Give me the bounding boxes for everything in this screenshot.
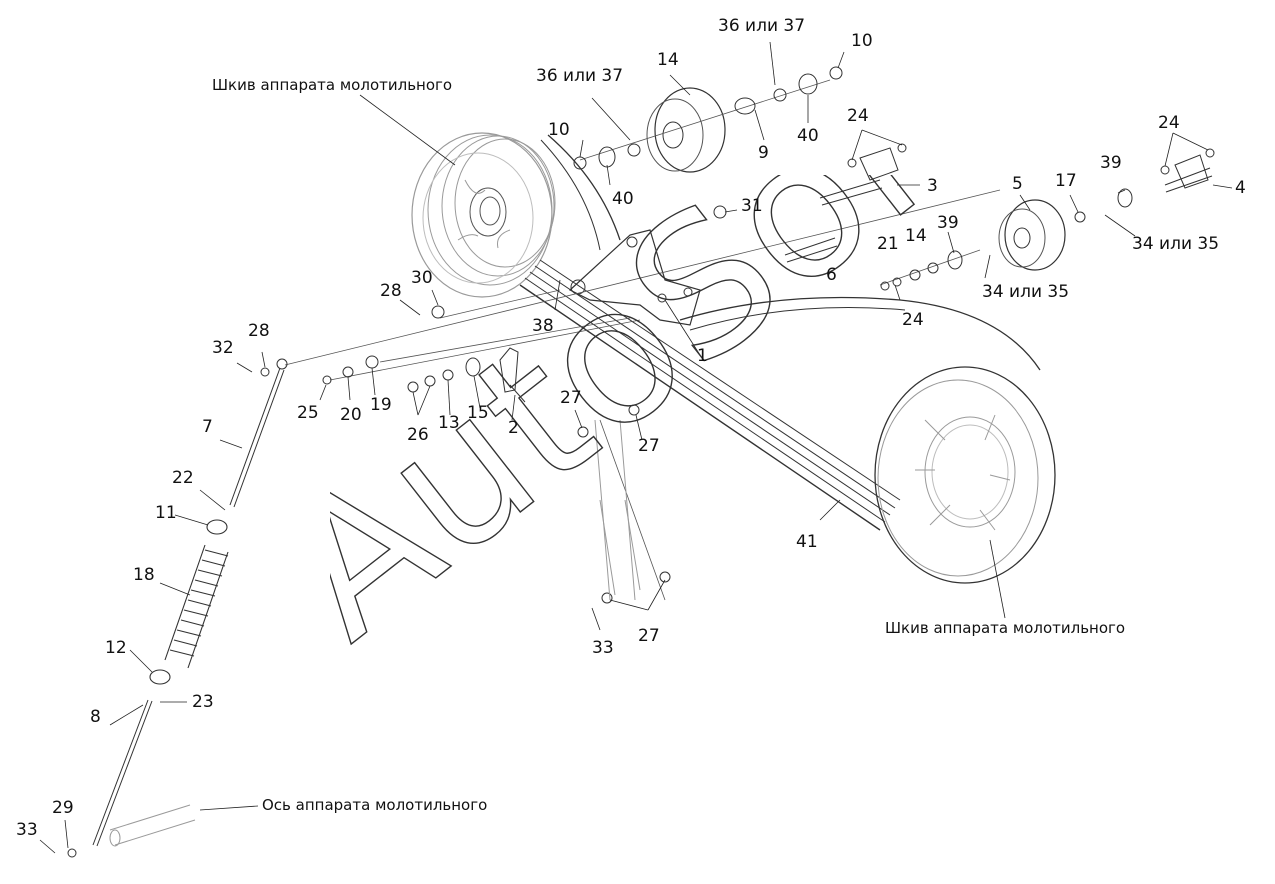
upper-pulley [411, 132, 556, 298]
axis-lines [284, 79, 1001, 601]
small-parts [67, 66, 1215, 858]
callout-4: 4 [1235, 178, 1246, 198]
callout-21: 21 [877, 234, 899, 254]
callout-13: 13 [438, 413, 460, 433]
axle-shafts [784, 147, 1213, 263]
callout-9: 9 [758, 143, 769, 163]
caption-top-pulley: Шкив аппарата молотильного [212, 76, 453, 94]
tension-rod-7 [229, 358, 288, 508]
caption-axle: Ось аппарата молотильного [262, 796, 488, 814]
callout-34-or-35-right: 34 или 35 [1132, 234, 1220, 254]
threshing-axle [109, 804, 196, 847]
tension-cylinder [594, 419, 641, 601]
callout-33-center: 33 [592, 638, 614, 658]
callout-11: 11 [155, 503, 177, 523]
callout-30: 30 [411, 268, 433, 288]
callout-6: 6 [826, 265, 837, 285]
callout-10: 10 [548, 120, 570, 140]
callout-22: 22 [172, 468, 194, 488]
callout-36-or-37: 36 или 37 [536, 66, 624, 86]
callout-1: 1 [697, 346, 708, 366]
callout-28-upper: 28 [380, 281, 402, 301]
callout-38: 38 [532, 316, 554, 336]
callout-41: 41 [796, 532, 818, 552]
callout-27-bottom: 27 [638, 626, 660, 646]
callout-40: 40 [612, 189, 634, 209]
callout-24-low: 24 [902, 310, 924, 330]
callout-33-left: 33 [16, 820, 38, 840]
rod-8 [92, 699, 153, 847]
callout-31: 31 [741, 196, 763, 216]
callout-5: 5 [1012, 174, 1023, 194]
callout-27-right: 27 [638, 436, 660, 456]
spring-18 [149, 519, 229, 685]
callout-2: 2 [508, 418, 519, 438]
callout-36-or-37-top: 36 или 37 [718, 16, 806, 36]
callout-39-right: 39 [1100, 153, 1122, 173]
callout-19: 19 [370, 395, 392, 415]
callout-14: 14 [905, 226, 927, 246]
lower-pulley [874, 366, 1056, 584]
callout-39: 39 [937, 213, 959, 233]
callout-3: 3 [927, 176, 938, 196]
callout-28: 28 [248, 321, 270, 341]
callout-10-top: 10 [851, 31, 873, 51]
callout-15: 15 [467, 403, 489, 423]
callout-40-top: 40 [797, 126, 819, 146]
callout-14-top: 14 [657, 50, 679, 70]
callout-24-right: 24 [1158, 113, 1180, 133]
callout-34-or-35: 34 или 35 [982, 282, 1070, 302]
idler-pulley-14 [646, 87, 726, 173]
tensioner-bracket [568, 229, 701, 326]
callout-8: 8 [90, 707, 101, 727]
lever-2 [499, 347, 526, 403]
callout-32: 32 [212, 338, 234, 358]
callout-18: 18 [133, 565, 155, 585]
callout-29: 29 [52, 798, 74, 818]
callout-12: 12 [105, 638, 127, 658]
callout-7: 7 [202, 417, 213, 437]
callout-23: 23 [192, 692, 214, 712]
idler-pulley-5 [998, 199, 1066, 271]
callout-27-left: 27 [560, 388, 582, 408]
callout-25: 25 [297, 403, 319, 423]
caption-bottom-pulley: Шкив аппарата молотильного [885, 619, 1126, 637]
callout-17: 17 [1055, 171, 1077, 191]
drive-belt [519, 134, 1041, 531]
leader-lines [39, 41, 1233, 854]
callout-26: 26 [407, 425, 429, 445]
callout-20: 20 [340, 405, 362, 425]
callout-24-mid: 24 [847, 106, 869, 126]
